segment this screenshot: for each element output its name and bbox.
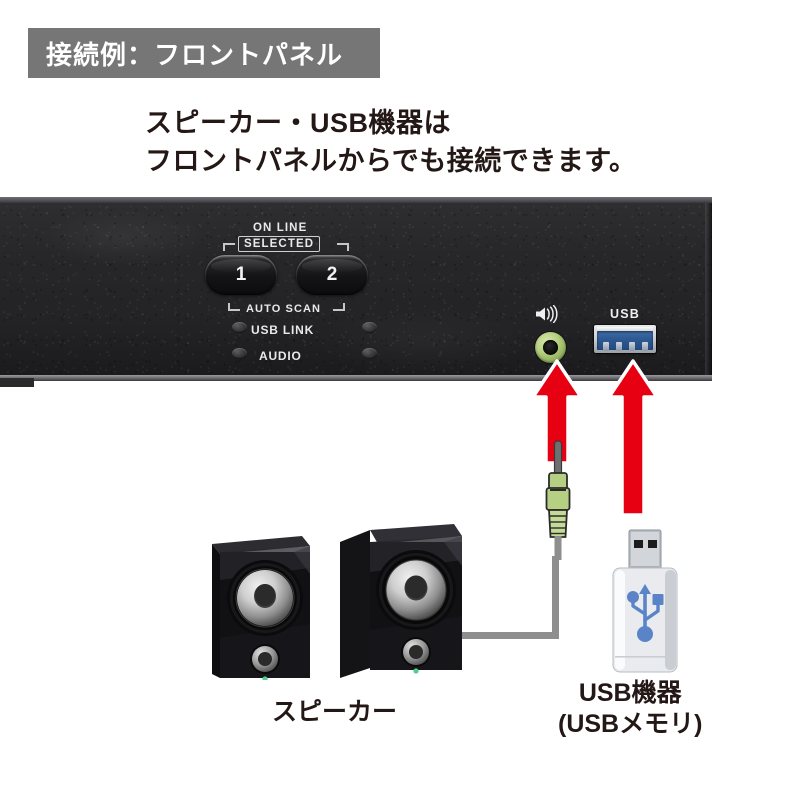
port-button-2[interactable]: 2 xyxy=(296,255,368,295)
selected-bracket-left-v xyxy=(223,243,225,251)
usb-link-label: USB LINK xyxy=(251,323,315,337)
port-button-1[interactable]: 1 xyxy=(205,255,277,295)
usb-flash-drive xyxy=(612,529,678,673)
port-button-1-label: 1 xyxy=(235,264,247,285)
selected-label: SELECTED xyxy=(238,236,321,252)
audio-jack-port[interactable] xyxy=(535,332,566,363)
device-top-edge xyxy=(0,197,712,204)
audio-plug-3.5mm xyxy=(545,440,571,560)
audio-led-left xyxy=(232,348,247,359)
autoscan-bracket-left-v xyxy=(228,303,230,310)
selected-bracket-right xyxy=(337,243,349,245)
autoscan-label: AUTO SCAN xyxy=(246,303,322,315)
device-front-panel xyxy=(0,203,712,375)
device-right-bevel xyxy=(705,203,712,375)
usb-port-tongue xyxy=(597,327,653,331)
usb-device-caption-line-2: (USBメモリ) xyxy=(558,710,703,738)
audio-cable-horizontal xyxy=(452,632,559,639)
usb-port[interactable] xyxy=(594,325,656,353)
usb-device-caption: USB機器 (USBメモリ) xyxy=(558,678,702,740)
usb-port-pin xyxy=(603,342,609,351)
usb-port-pin xyxy=(642,342,648,351)
port-button-2-label: 2 xyxy=(326,264,338,285)
usb-port-label: USB xyxy=(610,307,640,321)
subtitle-text: スピーカー・USB機器は フロントパネルからでも接続できます。 xyxy=(145,104,637,181)
speaker-caption: スピーカー xyxy=(272,698,398,726)
device-foot xyxy=(0,378,34,387)
selected-bracket-right-v xyxy=(347,243,349,251)
usb-port-pin xyxy=(616,342,622,351)
audio-led-right xyxy=(362,348,377,359)
autoscan-bracket-right xyxy=(333,309,345,311)
online-label: ON LINE xyxy=(253,222,308,234)
speaker-right xyxy=(340,524,462,678)
usb-link-led-left xyxy=(232,322,247,333)
subtitle-line-1: スピーカー・USB機器は xyxy=(145,108,452,138)
usb-device-caption-line-1: USB機器 xyxy=(578,679,682,707)
device-bottom-edge xyxy=(0,375,712,381)
header-banner: 接続例：フロントパネル xyxy=(28,28,380,78)
selected-bracket-left xyxy=(223,243,235,245)
speaker-left xyxy=(212,536,310,680)
kvm-switch-device: ON LINE SELECTED 1 2 AUTO SCAN USB LINK … xyxy=(0,197,712,387)
usb-link-led-right xyxy=(362,322,377,333)
usb-port-interior xyxy=(597,331,653,350)
speaker-volume-icon xyxy=(536,305,558,323)
audio-cable-vertical xyxy=(552,556,559,638)
autoscan-bracket-right-v xyxy=(343,303,345,310)
subtitle-line-2: フロントパネルからでも接続できます。 xyxy=(145,146,637,177)
usb-port-pin xyxy=(629,342,635,351)
autoscan-bracket-left xyxy=(228,309,240,311)
arrow-to-usb-port xyxy=(607,359,659,517)
audio-label: AUDIO xyxy=(259,349,302,363)
header-banner-label: 接続例：フロントパネル xyxy=(46,39,344,70)
